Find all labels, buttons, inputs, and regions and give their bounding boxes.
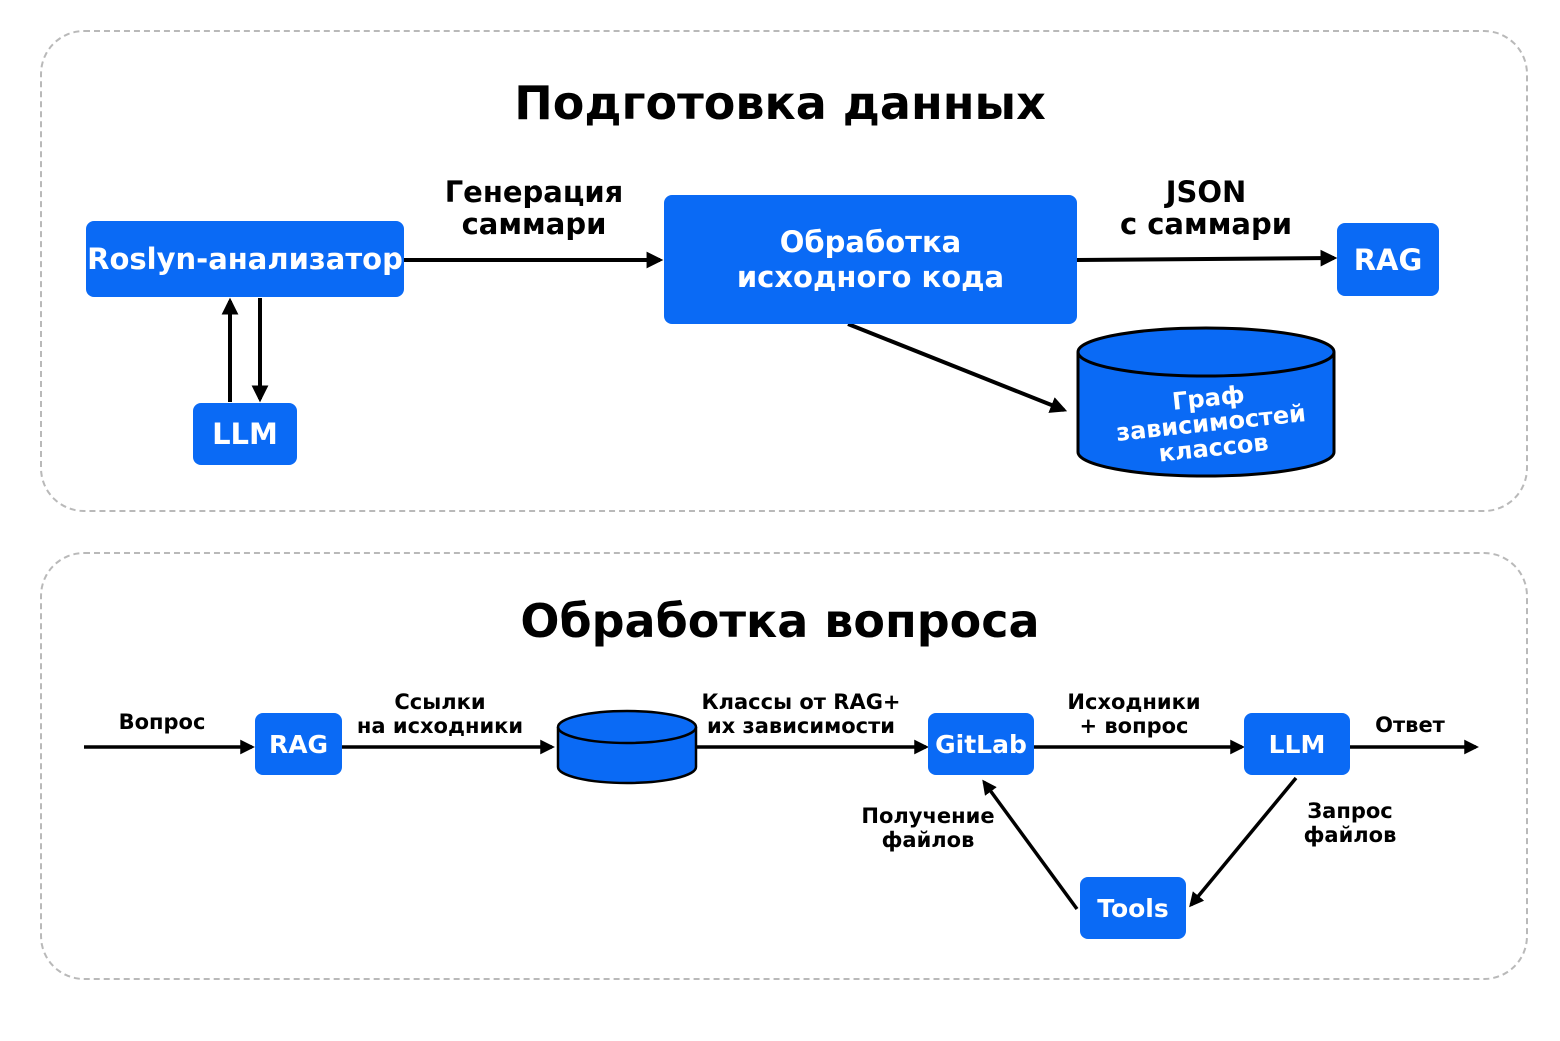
- data-preparation-title: Подготовка данных: [514, 76, 1046, 130]
- arrow-llm-to-tools: [1189, 776, 1298, 908]
- json-summary-label: JSON с саммари: [1119, 175, 1293, 242]
- data-preparation-panel: [40, 30, 1528, 512]
- llm-node-bottom: LLM: [1244, 713, 1350, 775]
- source-links-label: Ссылки на исходники: [356, 690, 524, 738]
- question-processing-title: Обработка вопроса: [520, 594, 1040, 648]
- tools-node: Tools: [1080, 877, 1186, 939]
- question-processing-panel: [40, 552, 1528, 980]
- request-files-label: Запрос файлов: [1303, 799, 1397, 847]
- arrow-processing-to-rag: [1076, 249, 1338, 267]
- arrow-tools-to-gitlab: [982, 779, 1079, 911]
- arrow-processing-to-graph: [847, 322, 1068, 413]
- gitlab-node: GitLab: [928, 713, 1034, 775]
- rag-node-top: RAG: [1337, 223, 1439, 296]
- llm-node-top: LLM: [193, 403, 297, 465]
- rag-classes-label: Классы от RAG+ их зависимости: [701, 690, 901, 738]
- roslyn-analyzer-node: Roslyn-анализатор: [86, 221, 404, 297]
- source-processing-node: Обработка исходного кода: [664, 195, 1077, 324]
- question-label: Вопрос: [118, 710, 206, 734]
- graph-database-cylinder: [1076, 326, 1336, 478]
- answer-label: Ответ: [1375, 713, 1445, 737]
- sources-question-label: Исходники + вопрос: [1067, 690, 1201, 738]
- class-database-cylinder: [556, 709, 698, 785]
- rag-node-bottom: RAG: [255, 713, 342, 775]
- get-files-label: Получение файлов: [861, 804, 995, 852]
- generate-summary-label: Генерация саммари: [444, 175, 624, 242]
